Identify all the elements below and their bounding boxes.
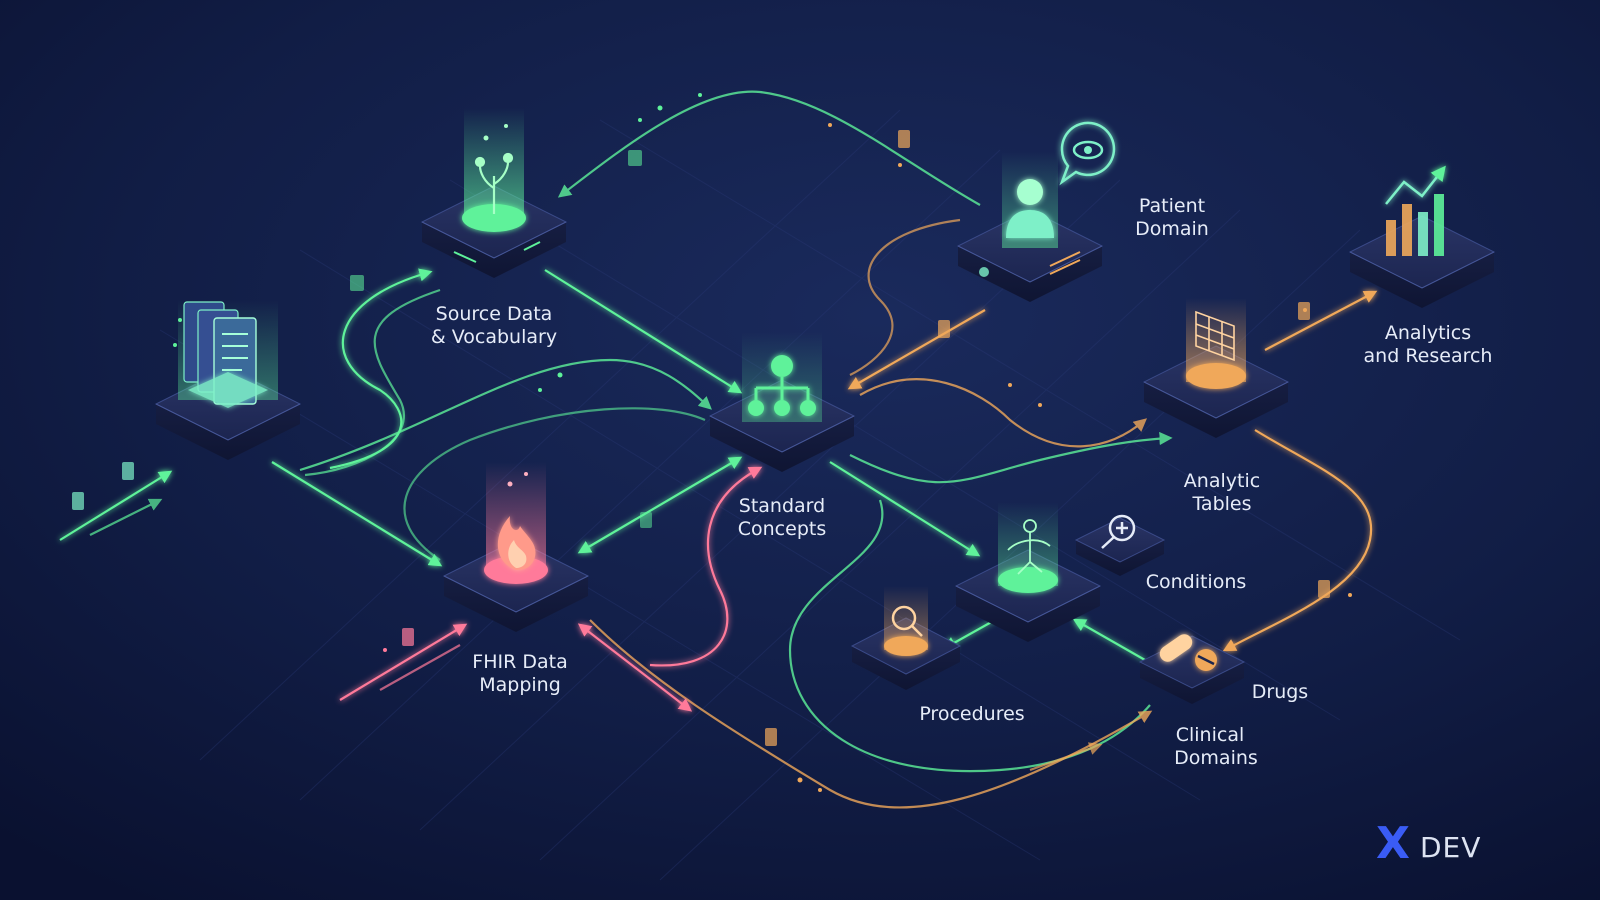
label-research-line2: and Research [1364,345,1493,367]
table-grid-icon [1195,310,1235,362]
label-analytic-line2: Tables [1191,493,1251,515]
arrow-analytic-to-research [1264,290,1378,351]
label-conditions: Conditions [1146,571,1247,593]
packet-green-1 [72,492,84,510]
label-analytic-line1: Analytic [1184,470,1260,492]
node-analytics-research [1349,165,1495,309]
node-clinical [955,502,1101,643]
arrow-incoming-left [59,470,173,541]
label-source-line2: & Vocabulary [431,326,557,348]
person-icon [1006,179,1054,238]
node-procedures [850,586,962,690]
id-card-icon [979,251,1081,277]
label-source-line1: Source Data [436,303,553,325]
arrow-standard-to-analytic-orange [859,378,1148,448]
node-standard [709,332,855,473]
node-conditions [1074,514,1166,576]
arrow-fhir-to-standard [577,456,743,554]
label-clinical-domains-line2: Domains [1174,747,1258,769]
arrow-middle-loop [299,358,712,472]
logo-text: DEV [1420,831,1481,864]
node-drugs [1138,634,1246,704]
node-analytic-tables [1143,298,1289,439]
arrow-incoming-left-2 [89,498,163,536]
arrow-analytic-to-drugs [1222,429,1373,652]
magnifier-plus-icon [1101,514,1136,549]
arrow-pink-incoming [339,623,468,701]
connectors [59,90,1378,809]
arrow-docs-to-source-2 [304,288,441,477]
node-fhir [443,462,589,633]
pill-capsule-icon [1159,634,1217,671]
logo-mark: X [1376,818,1410,869]
label-clinical-domains-line1: Clinical [1176,724,1245,746]
arrow-patient-to-standard [847,309,986,390]
document-stack-icon [183,301,268,408]
packet-green-5 [640,512,652,528]
sprout-icon [474,152,514,214]
packet-orange-3 [1298,302,1310,320]
magnifier-icon [891,605,923,637]
node-docs [155,300,301,461]
packet-orange-1 [898,130,910,148]
arrow-lower-loop [403,407,706,561]
node-source [421,108,567,279]
arrow-pink-fhir-out [577,623,693,712]
arrow-pink-up [649,466,763,667]
arrow-top-loop [557,90,981,206]
arrow-standard-to-analytic [849,431,1173,484]
packet-green-4 [628,150,642,166]
label-fhir-line2: Mapping [479,674,561,696]
packet-green-3 [350,275,364,291]
label-procedures: Procedures [919,703,1024,725]
eye-speech-bubble-icon [1059,121,1116,186]
label-standard-line1: Standard [739,495,825,517]
bar-chart-trend-icon [1385,165,1446,256]
label-fhir-line1: FHIR Data [472,651,567,673]
arrow-drugs-to-clinical [1072,618,1146,661]
packet-green-2 [122,462,134,480]
packet-pink-1 [402,628,414,646]
arrow-bottom-orange-2 [1029,742,1103,772]
packet-orange-2 [938,320,950,338]
arrow-pink-incoming-2 [379,644,461,691]
arrow-standard-to-clinical [829,461,981,557]
hierarchy-icon [748,355,816,416]
label-drugs: Drugs [1252,681,1308,703]
body-figure-icon [1007,519,1051,575]
flame-icon [497,516,536,570]
label-patient-line1: Patient [1139,195,1205,217]
label-patient-line2: Domain [1135,218,1209,240]
packet-orange-4 [1318,580,1330,598]
arrow-source-to-standard [544,269,743,394]
packet-orange-5 [765,728,777,746]
label-standard-line2: Concepts [738,518,826,540]
arrow-docs-to-fhir [271,461,443,567]
data-packets [72,130,1330,746]
arrow-patient-loop [849,218,961,376]
label-research-line1: Analytics [1385,322,1471,344]
node-patient [957,121,1116,303]
xdev-logo: X DEV [1376,818,1481,869]
